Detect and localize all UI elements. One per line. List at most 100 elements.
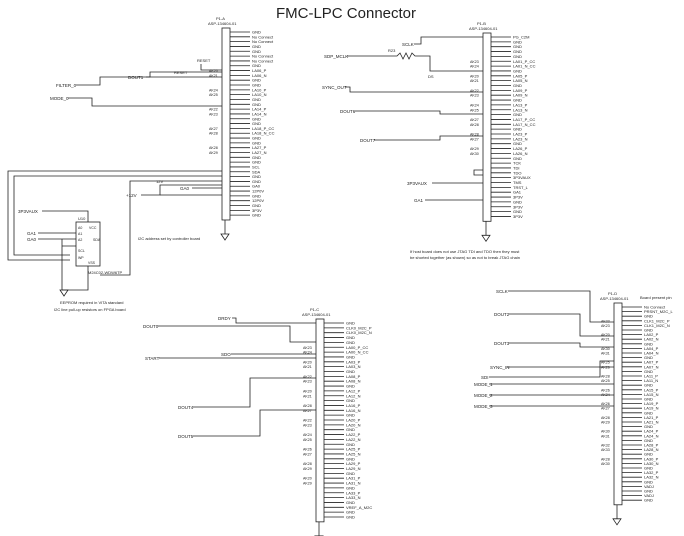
pin-label: CLK0_M2C_P: [346, 325, 372, 330]
pin-number: AK28: [209, 132, 218, 136]
pin-label: LA22_N: [346, 437, 361, 442]
pin-number: AK30: [470, 152, 479, 156]
pin-label: LA25_P: [346, 447, 361, 452]
net-label-ga1-eeprom: GA1: [27, 231, 37, 236]
connector-p1-c: P1-CASP-134604-01GNDCLK0_M2C_PCLK0_M2C_N…: [302, 307, 372, 536]
pin-number: AK28: [601, 416, 610, 420]
pin-number: AK24: [303, 351, 312, 355]
pin-label: GND: [346, 335, 355, 340]
eeprom-pin-sda: SDA: [93, 238, 101, 242]
pin-number: AK28: [303, 404, 312, 408]
connector-ref: P1-A: [216, 16, 225, 21]
pin-label: LA00_N_CC: [346, 350, 369, 355]
pin-label: GND: [644, 452, 653, 457]
pin-label: LA26_N: [513, 151, 528, 156]
pin-number: AK29: [303, 467, 312, 471]
pin-label: LA04_P: [644, 346, 659, 351]
pin-label: GND: [644, 397, 653, 402]
net-label-dout7: DOUT7: [360, 138, 376, 143]
pin-label: LA26_P: [513, 146, 528, 151]
pin-number: AK26: [303, 448, 312, 452]
pin-label: TDO: [513, 170, 521, 175]
pin-number: AK29: [303, 482, 312, 486]
eeprom-pin-wp: WP: [78, 256, 84, 260]
pin-label: GND: [513, 54, 522, 59]
pin-label: LA23_N: [513, 136, 528, 141]
pin-label: 3P3VAUX: [513, 175, 531, 180]
pin-label: 3P3V: [513, 195, 523, 200]
net-label-dout2: DOUT2: [494, 312, 510, 317]
p1-c-wiring: DRDY DOUT0 START SDO DOUT4 DOUT5: [143, 316, 316, 439]
wire-dout6: [355, 110, 483, 115]
wire-12v: [141, 184, 222, 196]
net-label-3p3vaux: 3P3VAUX: [18, 209, 38, 214]
pin-label: GND: [644, 498, 653, 503]
pin-number: AK33: [601, 448, 610, 452]
pin-label: LA05_N: [513, 78, 528, 83]
pin-number: AK28: [209, 146, 218, 150]
pin-label: GND: [644, 424, 653, 429]
pin-label: GND: [513, 209, 522, 214]
pin-label: GND: [252, 83, 261, 88]
pin-label: LA10_P: [252, 87, 267, 92]
pin-label: GND: [252, 30, 261, 35]
pin-number: AK22: [470, 89, 479, 93]
pin-label: CLK1_M2C_P: [644, 318, 670, 323]
pin-label: LA16_N: [346, 408, 361, 413]
reset-label: RESET: [174, 70, 188, 75]
pin-label: LA11_N: [644, 378, 658, 383]
pin-label: No Connect: [252, 39, 274, 44]
pin-label: GND: [252, 78, 261, 83]
pin-label: GND: [346, 510, 355, 515]
wire-dout1: [146, 71, 222, 78]
net-label-mode-3: MODE_3: [474, 404, 493, 409]
pin-label: LA14_P: [252, 107, 267, 112]
pin-number: AK31: [601, 352, 610, 356]
eeprom-pin-vcc: VCC: [89, 226, 97, 230]
pin-label: LA31_P: [346, 476, 361, 481]
wire-scl-loop: [7, 170, 222, 261]
pin-label: GND: [644, 410, 653, 415]
net-label-dout5: DOUT5: [178, 434, 194, 439]
pin-number: AK21: [303, 365, 312, 369]
pin-number: AK27: [209, 127, 218, 131]
pin-number: AK30: [601, 430, 610, 434]
pin-number: AK28: [601, 375, 610, 379]
pin-label: LA33_P: [346, 490, 361, 495]
wire-vss: [62, 266, 89, 291]
pin-label: GND: [346, 384, 355, 389]
pin-label: GND: [252, 140, 261, 145]
pin-number: AK29: [470, 147, 479, 151]
pin-label: LA31_N: [346, 481, 361, 486]
wire-filter-0: [76, 76, 222, 86]
connector-part: ASP-134604-01: [208, 21, 237, 26]
eeprom-note-1: EEPROM required in VITA standard: [60, 300, 124, 305]
pin-label: GND: [252, 174, 261, 179]
pin-label: GND: [513, 98, 522, 103]
pin-label: VREF_A_M2C: [346, 505, 372, 510]
wire-dout4: [193, 377, 316, 408]
pin-label: LA20_P: [346, 418, 361, 423]
pin-number: AK28: [470, 123, 479, 127]
eeprom-pin-a2: A2: [78, 238, 82, 242]
pin-label: GND: [513, 39, 522, 44]
pin-label: GND: [346, 340, 355, 345]
eeprom-u10: 3P3VAUX U10 A0 A1 A2 SCL WP VSS VCC SDA …: [18, 209, 126, 312]
pin-number: AK24: [470, 65, 479, 69]
connector-p1-b: P1-BASP-134604-01PG_C2MGNDGNDGNDGNDLA01_…: [469, 21, 536, 243]
jtag-note-1: If host board does not use JTAG TDI and …: [410, 249, 520, 254]
wire-dout0: [158, 325, 316, 343]
i2c-note: I2C address set by controller board: [138, 236, 200, 241]
pin-number: AK21: [601, 338, 610, 342]
wire-tdi-tdo-short: [473, 169, 483, 176]
connector-body: [613, 302, 623, 506]
net-label-sync-in: SYNC_IN: [490, 365, 510, 370]
pin-label: LA01_N_CC: [513, 64, 536, 69]
net-label-dout1: DOUT1: [128, 75, 144, 80]
pin-label: GND: [644, 341, 653, 346]
pin-label: LA16_P: [346, 403, 361, 408]
eeprom-pin-vss: VSS: [88, 261, 96, 265]
pin-number: AK32: [601, 444, 610, 448]
pin-number: AK21: [470, 79, 479, 83]
